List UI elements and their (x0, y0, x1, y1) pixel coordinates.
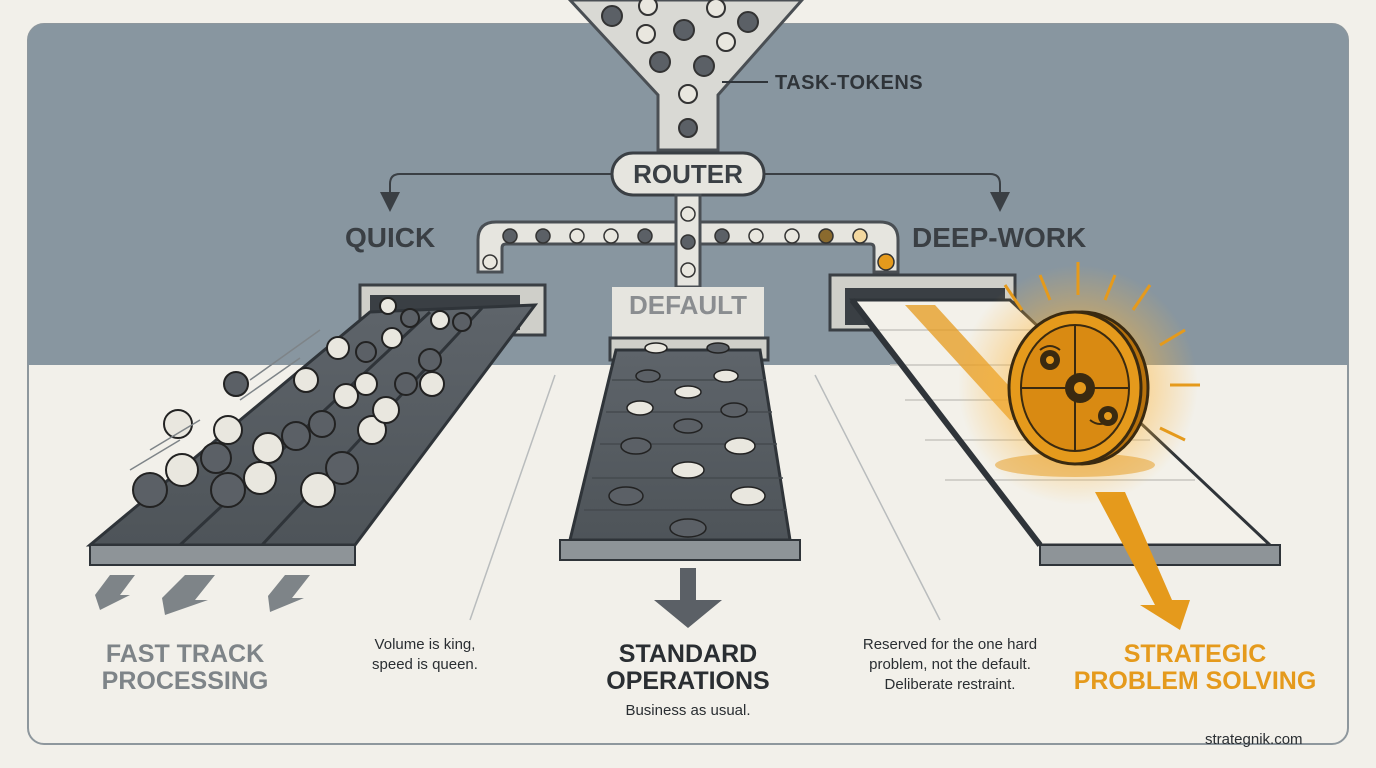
motion-streaks (129, 329, 321, 471)
quick-tokens (132, 297, 472, 508)
fast-output-arrows (95, 575, 310, 615)
strategic-note: Reserved for the one hard problem, not t… (845, 635, 1055, 695)
default-conveyor (559, 287, 801, 628)
fast-track-title: FAST TRACK PROCESSING (70, 641, 300, 695)
default-label: DEFAULT (629, 290, 747, 320)
site-credit: strategnik.com (1205, 731, 1303, 748)
strategic-note-line1: Reserved for the one hard (862, 636, 1038, 653)
strategic-problem-solving-title: STRATEGIC PROBLEM SOLVING (1060, 641, 1330, 695)
strategic-note-line2: problem, not the default. (869, 656, 1031, 673)
glow-rays (1003, 262, 1200, 442)
strategic-note-line3: Deliberate restraint. (884, 676, 1016, 693)
branch-arrows (380, 173, 1010, 212)
default-tokens (608, 342, 766, 538)
fast-track-title-line1: FAST TRACK (105, 640, 265, 668)
quick-conveyor (85, 283, 547, 615)
strategic-title-line2: PROBLEM SOLVING (1073, 667, 1317, 695)
fast-track-title-line2: PROCESSING (101, 667, 269, 695)
standard-note: Business as usual. (625, 702, 751, 719)
strategic-title-line1: STRATEGIC (1123, 640, 1267, 668)
fast-track-note-line2: speed is queen. (372, 656, 478, 673)
task-tokens-label: TASK-TOKENS (775, 72, 924, 94)
quick-label: QUICK (345, 222, 436, 253)
funnel-tokens (601, 0, 759, 138)
deep-work-label: DEEP-WORK (912, 222, 1087, 253)
funnel-icon (567, 0, 805, 152)
gear-icon (1040, 350, 1118, 426)
puzzle-coin-icon (958, 262, 1200, 505)
router-label: ROUTER (633, 159, 743, 189)
fast-track-note-line1: Volume is king, (374, 636, 476, 653)
fast-track-note: Volume is king, speed is queen. (340, 635, 510, 675)
arrow-down-icon (654, 568, 722, 628)
standard-title-line1: STANDARD (618, 640, 758, 668)
floor-lines (469, 374, 941, 621)
standard-title-line2: OPERATIONS (606, 667, 770, 695)
standard-operations-title: STANDARD OPERATIONS (585, 641, 791, 695)
